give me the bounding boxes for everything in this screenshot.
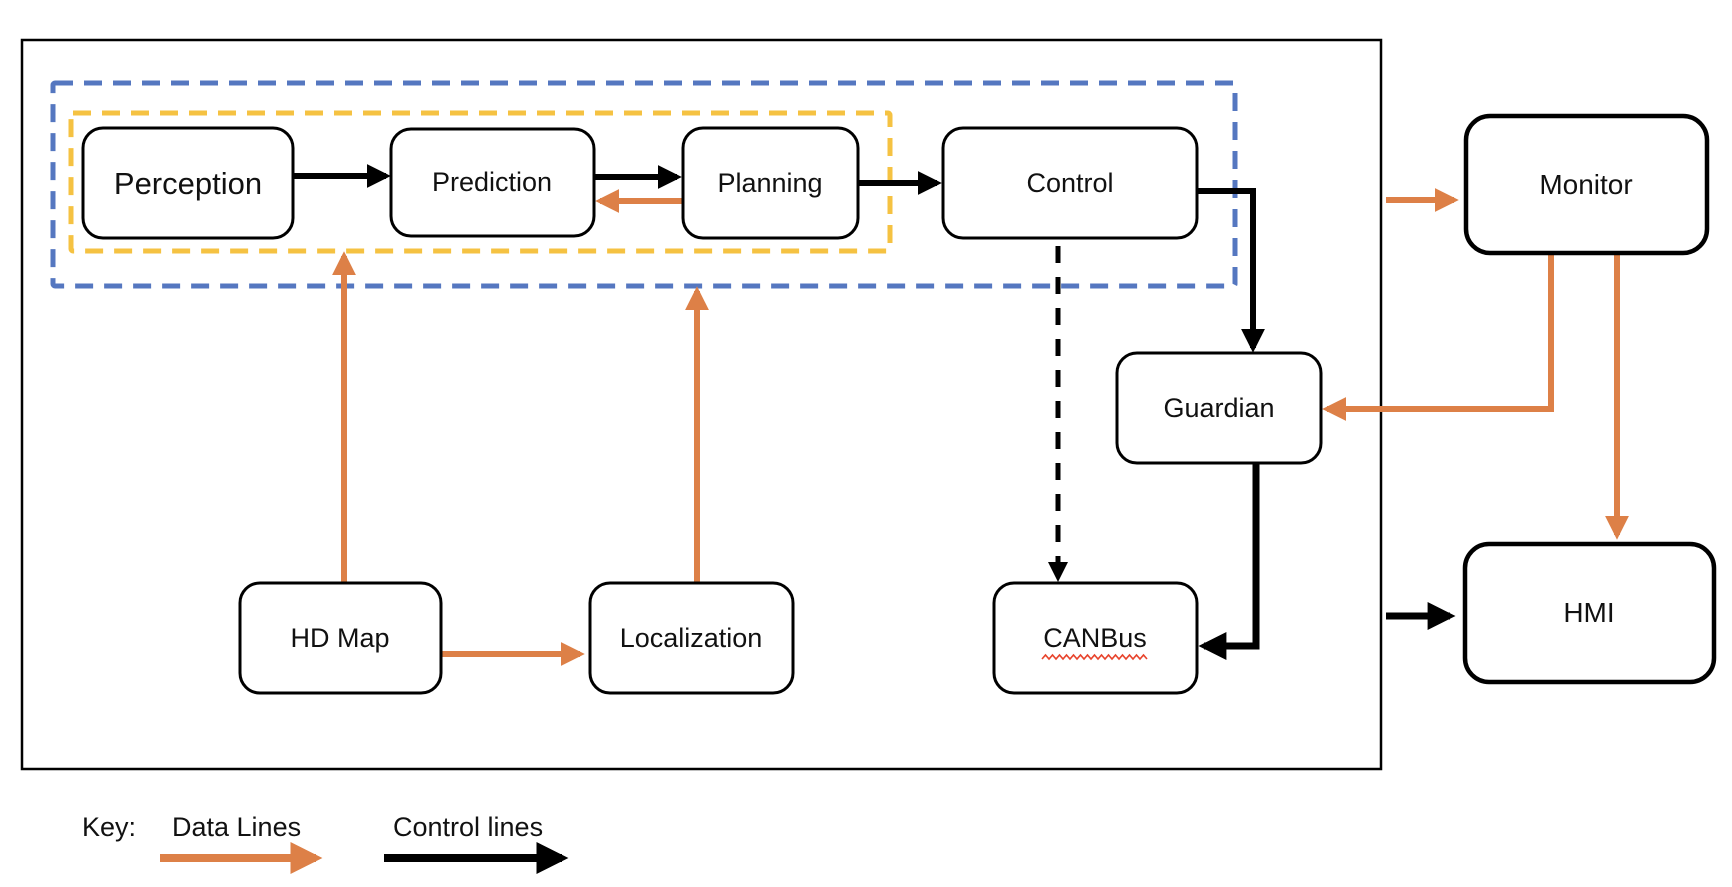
node-planning-label: Planning (717, 168, 822, 198)
node-localization: Localization (588, 581, 795, 695)
node-prediction-label: Prediction (432, 167, 552, 197)
node-monitor-label: Monitor (1539, 169, 1632, 200)
node-planning: Planning (681, 126, 860, 240)
node-localization-label: Localization (620, 623, 763, 653)
legend-control-lines-label: Control lines (393, 812, 543, 842)
blue-dashed-group-box (50, 80, 1238, 289)
edge-control-to-guardian (1197, 188, 1265, 353)
edge-guardian-to-canbus (1198, 463, 1260, 660)
node-canbus-label: CANBus (1043, 623, 1147, 653)
node-control: Control (941, 126, 1199, 240)
node-hmi-label: HMI (1563, 597, 1614, 628)
node-hdmap-label: HD Map (290, 623, 389, 653)
legend-title: Key: (82, 812, 136, 842)
node-monitor: Monitor (1463, 113, 1710, 256)
node-guardian-label: Guardian (1163, 393, 1274, 423)
system-boundary-box (20, 38, 1383, 771)
node-perception-label: Perception (114, 166, 262, 201)
node-canbus: CANBus (992, 581, 1199, 695)
edge-monitor-to-guardian (1322, 253, 1554, 421)
node-hdmap: HD Map (238, 581, 443, 695)
legend-data-lines-label: Data Lines (172, 812, 301, 842)
node-prediction: Prediction (389, 127, 596, 238)
node-hmi: HMI (1462, 541, 1717, 685)
node-guardian: Guardian (1115, 351, 1323, 465)
legend: Key: Data Lines Control lines (82, 812, 569, 874)
spellcheck-squiggle-icon (1041, 653, 1148, 661)
node-control-label: Control (1026, 168, 1113, 198)
node-perception: Perception (81, 126, 295, 240)
